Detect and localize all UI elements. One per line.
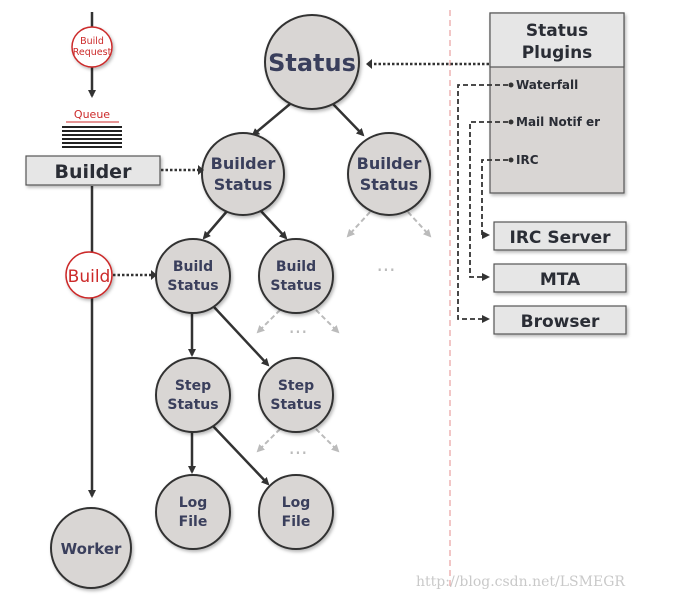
target-irc-server-label: IRC Server: [510, 228, 612, 248]
step-status-label-2: Status: [167, 397, 218, 413]
plugin-item-waterfall: Waterfall: [516, 78, 578, 92]
builder-status-label-1: Builder: [211, 154, 276, 173]
build-request-label-1: Build: [80, 36, 104, 47]
arrow-stepstatus-logfile-2: [211, 424, 270, 486]
ghost-arrows: [256, 211, 432, 453]
step-status-label-1: Step: [175, 378, 211, 394]
build-request-node: Build Request: [71, 26, 113, 68]
log-file-2-label-1: Log: [282, 495, 311, 511]
watermark: http://blog.csdn.net/LSMEGR: [416, 574, 625, 590]
ellipsis-buildstatus-2: ...: [288, 314, 307, 338]
log-file-label-1: Log: [179, 495, 208, 511]
builder-status-2-label-2: Status: [360, 175, 419, 194]
target-browser-label: Browser: [521, 312, 600, 332]
step-status-2-label-1: Step: [278, 378, 314, 394]
target-irc-server: IRC Server: [493, 221, 627, 251]
builder-status-node-2: Builder Status: [347, 132, 431, 216]
status-plugins-panel: Status Plugins Waterfall Mail Notif er I…: [489, 12, 625, 194]
arrow-status-builderstatus-2: [332, 103, 365, 137]
nub-buildstatus: [151, 270, 157, 280]
queue-label: Queue: [74, 108, 110, 121]
plugin-item-mail-notifier: Mail Notif er: [516, 115, 600, 129]
arrow-status-builderstatus: [251, 103, 291, 137]
nub-status: [366, 59, 372, 69]
plugins-title-2: Plugins: [522, 43, 593, 63]
builder-status-2-label-1: Builder: [357, 154, 422, 173]
build-node: Build: [65, 251, 113, 299]
log-file-node-2: Log File: [258, 474, 334, 550]
plugin-target-links: [457, 84, 508, 323]
status-label: Status: [268, 49, 356, 77]
step-status-2-label-2: Status: [270, 397, 321, 413]
step-status-node-2: Step Status: [258, 357, 334, 433]
build-label: Build: [68, 267, 111, 287]
build-status-label-2: Status: [167, 278, 218, 294]
arrow-buildstatus-stepstatus-2: [213, 306, 270, 367]
ellipsis-builderstatus-2: ...: [376, 252, 395, 276]
plugin-bullet: [508, 82, 514, 88]
queue-stack: Queue: [62, 108, 122, 148]
plugins-title-1: Status: [526, 21, 588, 41]
build-status-label-1: Build: [173, 259, 213, 275]
worker-label: Worker: [61, 540, 122, 558]
log-file-node: Log File: [155, 474, 231, 550]
log-file-2-label-2: File: [282, 514, 311, 530]
build-status-2-label-1: Build: [276, 259, 316, 275]
worker-node: Worker: [50, 507, 132, 589]
target-browser: Browser: [493, 305, 627, 335]
plugin-item-irc: IRC: [516, 153, 539, 167]
status-node: Status: [264, 14, 360, 110]
nub-builderstatus: [198, 165, 204, 175]
build-request-label-2: Request: [73, 47, 112, 58]
builder-box: Builder: [25, 155, 161, 186]
builder-label: Builder: [55, 161, 133, 183]
arrow-builderstatus-buildstatus: [202, 209, 229, 240]
builder-status-node: Builder Status: [201, 132, 285, 216]
arrow-builderstatus-buildstatus-2: [259, 209, 288, 240]
build-status-node: Build Status: [155, 238, 231, 314]
builder-status-label-2: Status: [214, 175, 273, 194]
step-status-node: Step Status: [155, 357, 231, 433]
build-status-2-label-2: Status: [270, 278, 321, 294]
build-status-node-2: Build Status: [258, 238, 334, 314]
ellipsis-stepstatus-2: ...: [288, 435, 307, 459]
target-mta: MTA: [493, 263, 627, 293]
log-file-label-2: File: [179, 514, 208, 530]
target-mta-label: MTA: [540, 270, 581, 290]
plugin-bullet: [508, 119, 514, 125]
plugin-bullet: [508, 157, 514, 163]
